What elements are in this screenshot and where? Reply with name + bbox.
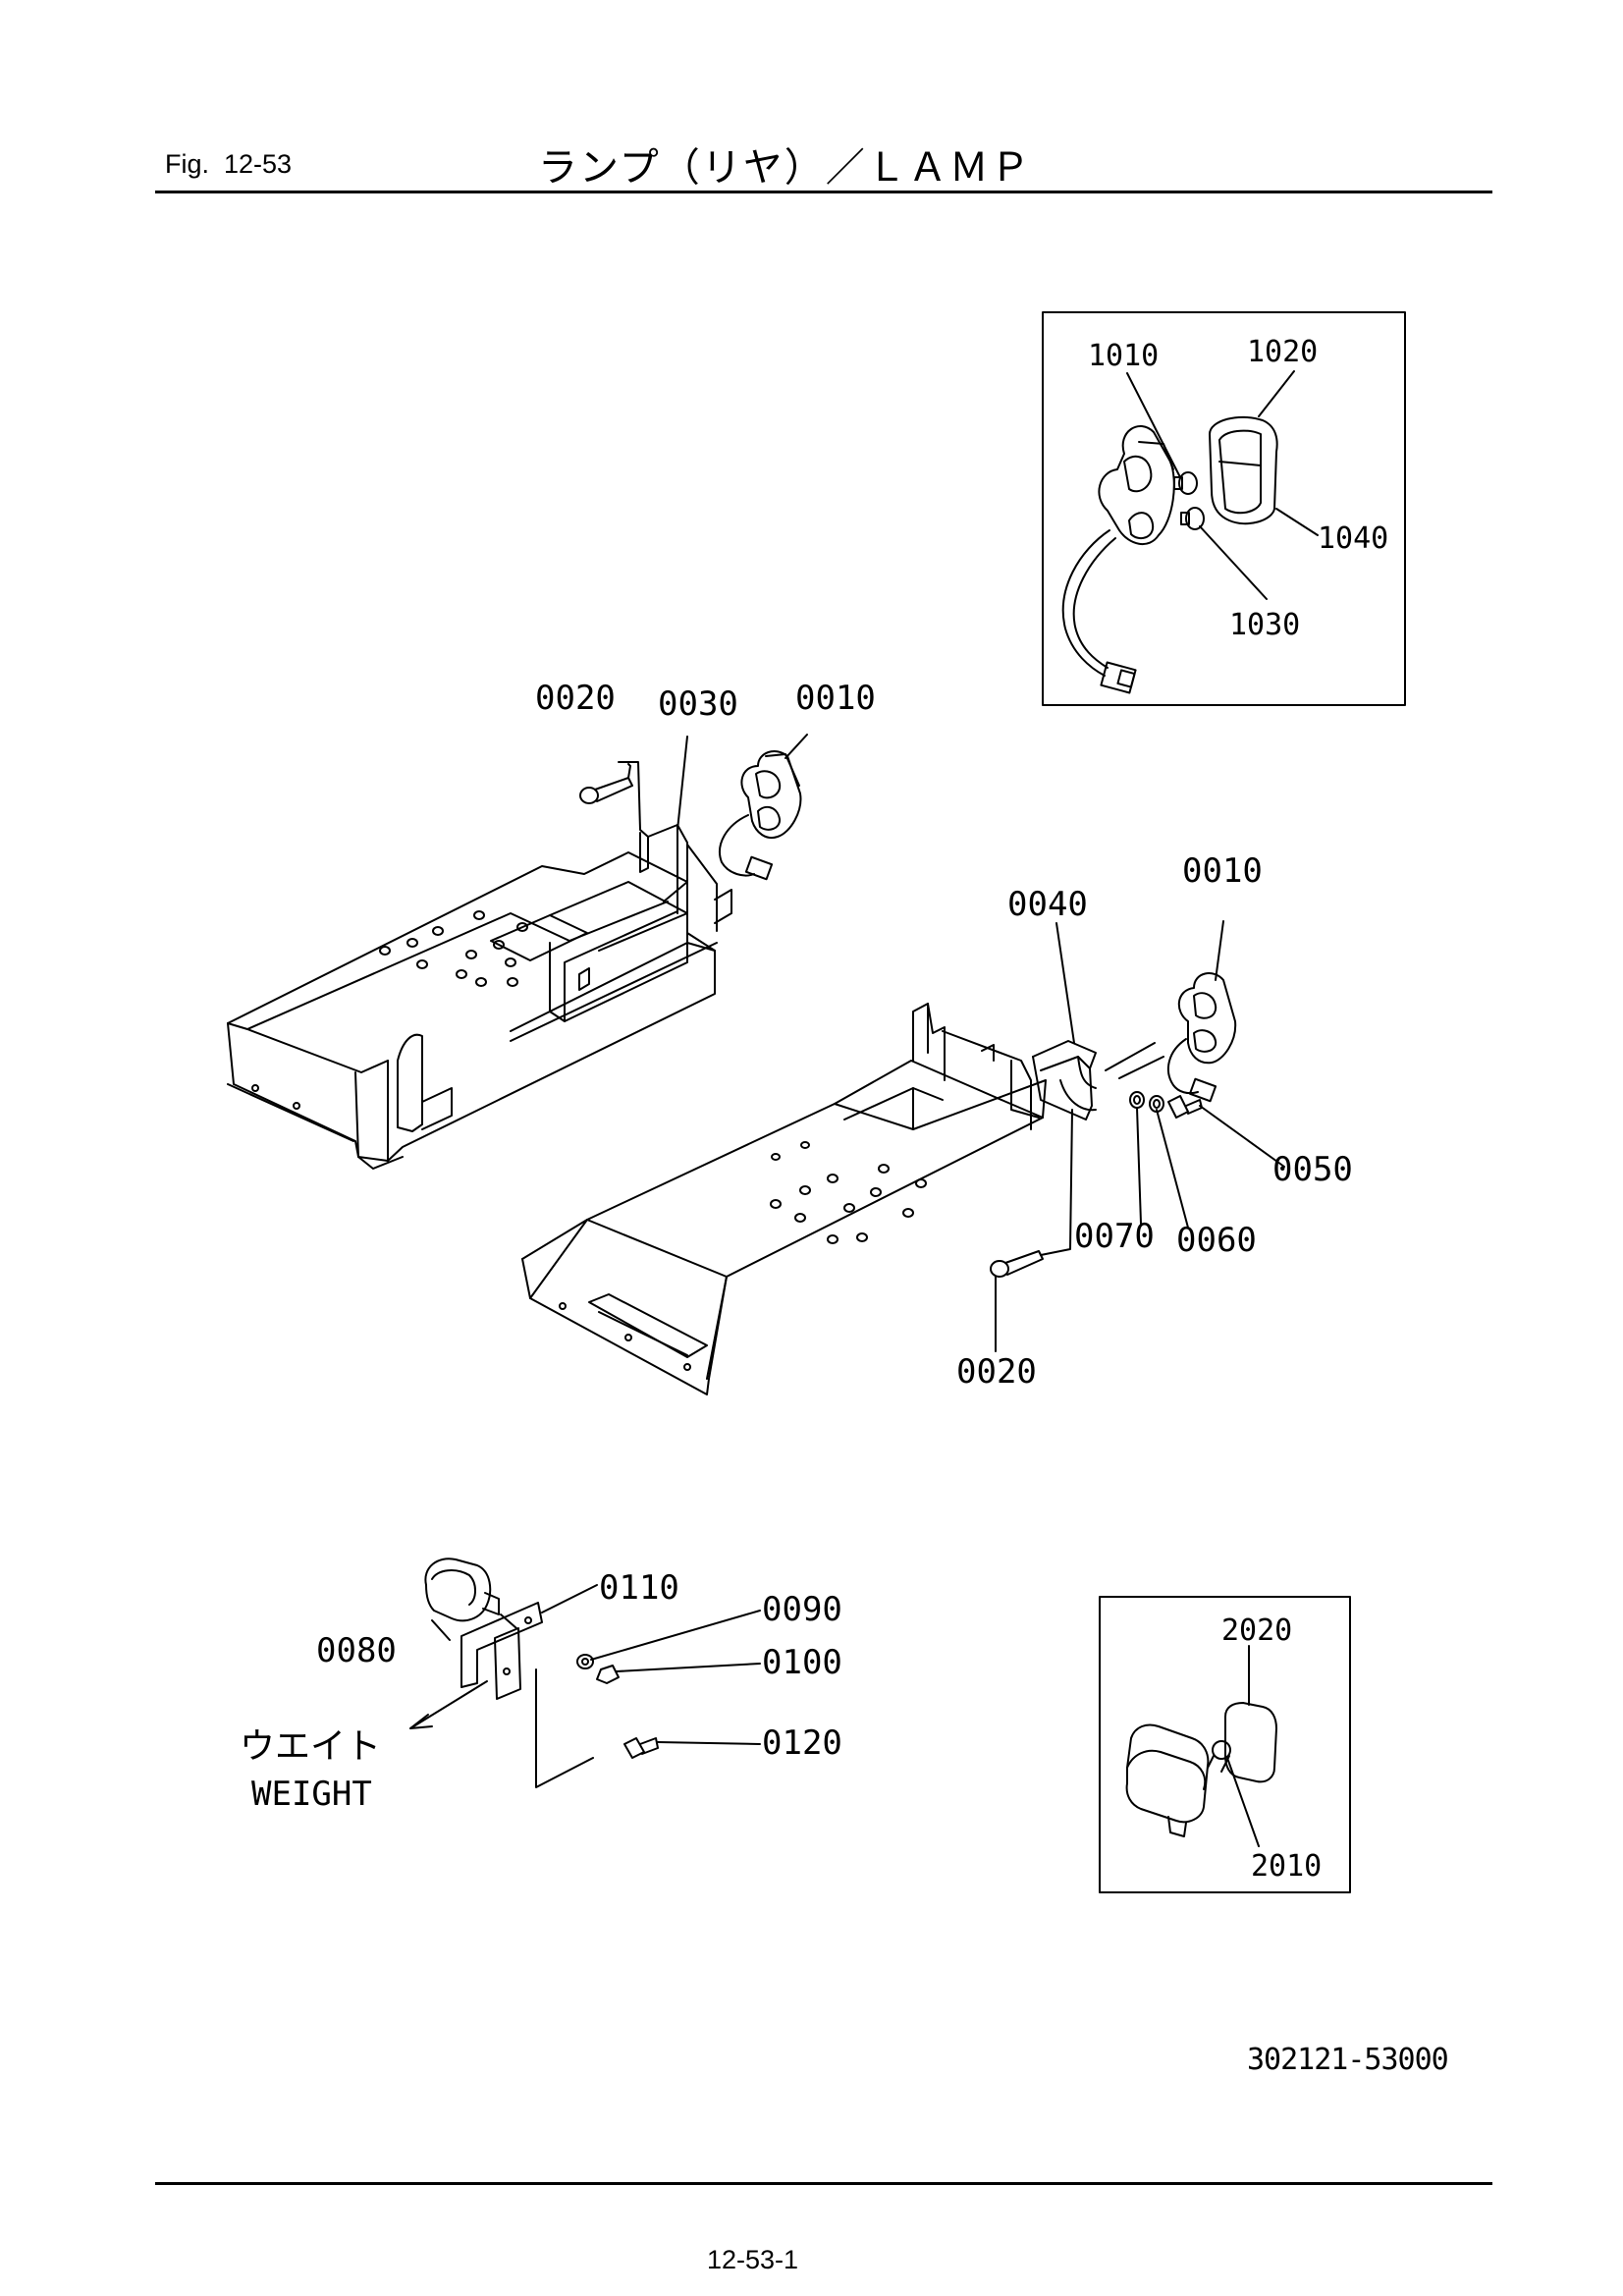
inset-rear-lamp-detail: 1010 1020 1040 1030 — [1042, 311, 1406, 706]
callout-0010-right: 0010 — [1182, 851, 1263, 891]
callout-0050: 0050 — [1272, 1150, 1353, 1189]
weight-label-japanese: ウエイト — [240, 1726, 381, 1767]
callout-2010: 2010 — [1251, 1849, 1322, 1884]
inset-work-lamp-detail: 2020 2010 — [1099, 1596, 1351, 1893]
weight-label-english: WEIGHT — [251, 1775, 372, 1814]
callout-0060: 0060 — [1176, 1221, 1257, 1260]
callout-0110: 0110 — [599, 1568, 679, 1608]
callout-1040: 1040 — [1318, 521, 1388, 556]
callout-0010-left: 0010 — [795, 679, 876, 718]
callout-0100: 0100 — [762, 1643, 842, 1682]
left-fender-assembly: 0020 0030 0010 — [227, 679, 876, 1170]
document-code: 302121-53000 — [1247, 2043, 1449, 2077]
callout-2020: 2020 — [1221, 1613, 1292, 1648]
callout-0040: 0040 — [1007, 885, 1088, 924]
figure-number: Fig. 12-53 — [165, 149, 293, 179]
callout-0090: 0090 — [762, 1590, 842, 1629]
callout-0080: 0080 — [316, 1631, 397, 1670]
header-rule — [155, 191, 1492, 193]
footer-rule — [155, 2182, 1492, 2185]
callout-0120: 0120 — [762, 1723, 842, 1763]
callout-0020-right: 0020 — [956, 1352, 1037, 1392]
weight-lamp-assembly: 0110 0090 0080 0100 0120 ウエイト WEIGHT — [240, 1558, 842, 1814]
callout-1010: 1010 — [1088, 339, 1159, 373]
callout-0020-left: 0020 — [535, 679, 616, 718]
page-number: 12-53-1 — [707, 2245, 799, 2274]
callout-1020: 1020 — [1247, 335, 1318, 369]
page-title: ランプ（リヤ）／ＬＡＭＰ — [538, 146, 1032, 190]
callout-0070: 0070 — [1074, 1217, 1155, 1256]
callout-0030: 0030 — [658, 684, 738, 724]
right-fender-assembly: 0040 0010 0050 0070 0060 0020 — [521, 851, 1353, 1395]
callout-1030: 1030 — [1229, 608, 1300, 642]
